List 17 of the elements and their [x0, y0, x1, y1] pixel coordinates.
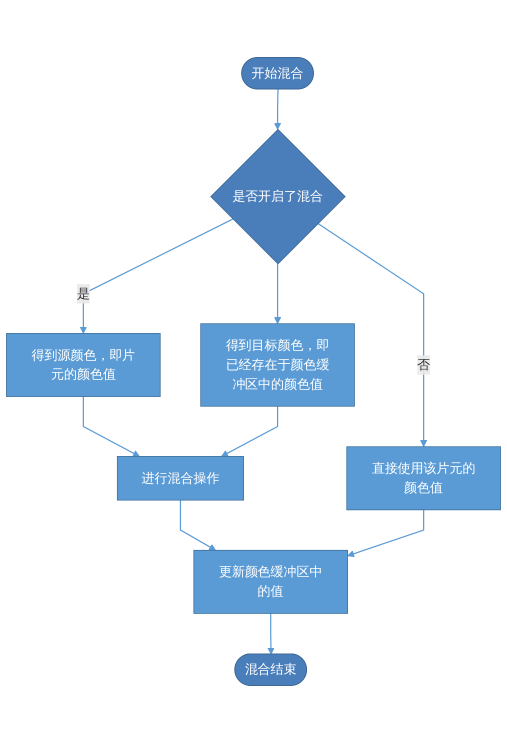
edge-label: 是 — [76, 286, 90, 302]
node-box: 进行混合操作 — [116, 456, 244, 501]
arrow — [274, 264, 282, 324]
arrow — [221, 406, 278, 457]
arrow — [80, 218, 234, 334]
arrow — [318, 223, 428, 448]
arrow — [267, 613, 275, 655]
node-box: 直接使用该片元的颜色值 — [346, 446, 501, 510]
node-box: 更新颜色缓冲区中的值 — [193, 550, 348, 614]
node-box: 得到目标颜色，即已经存在于颜色缓冲区中的颜色值 — [200, 323, 355, 407]
arrow — [180, 500, 216, 551]
arrow — [347, 510, 424, 558]
edge-label: 否 — [417, 356, 430, 372]
node-diamond: 是否开启了混合 — [210, 128, 346, 264]
node-box: 得到源颜色，即片元的颜色值 — [6, 333, 161, 397]
arrow — [274, 89, 282, 130]
arrow — [82, 396, 140, 457]
